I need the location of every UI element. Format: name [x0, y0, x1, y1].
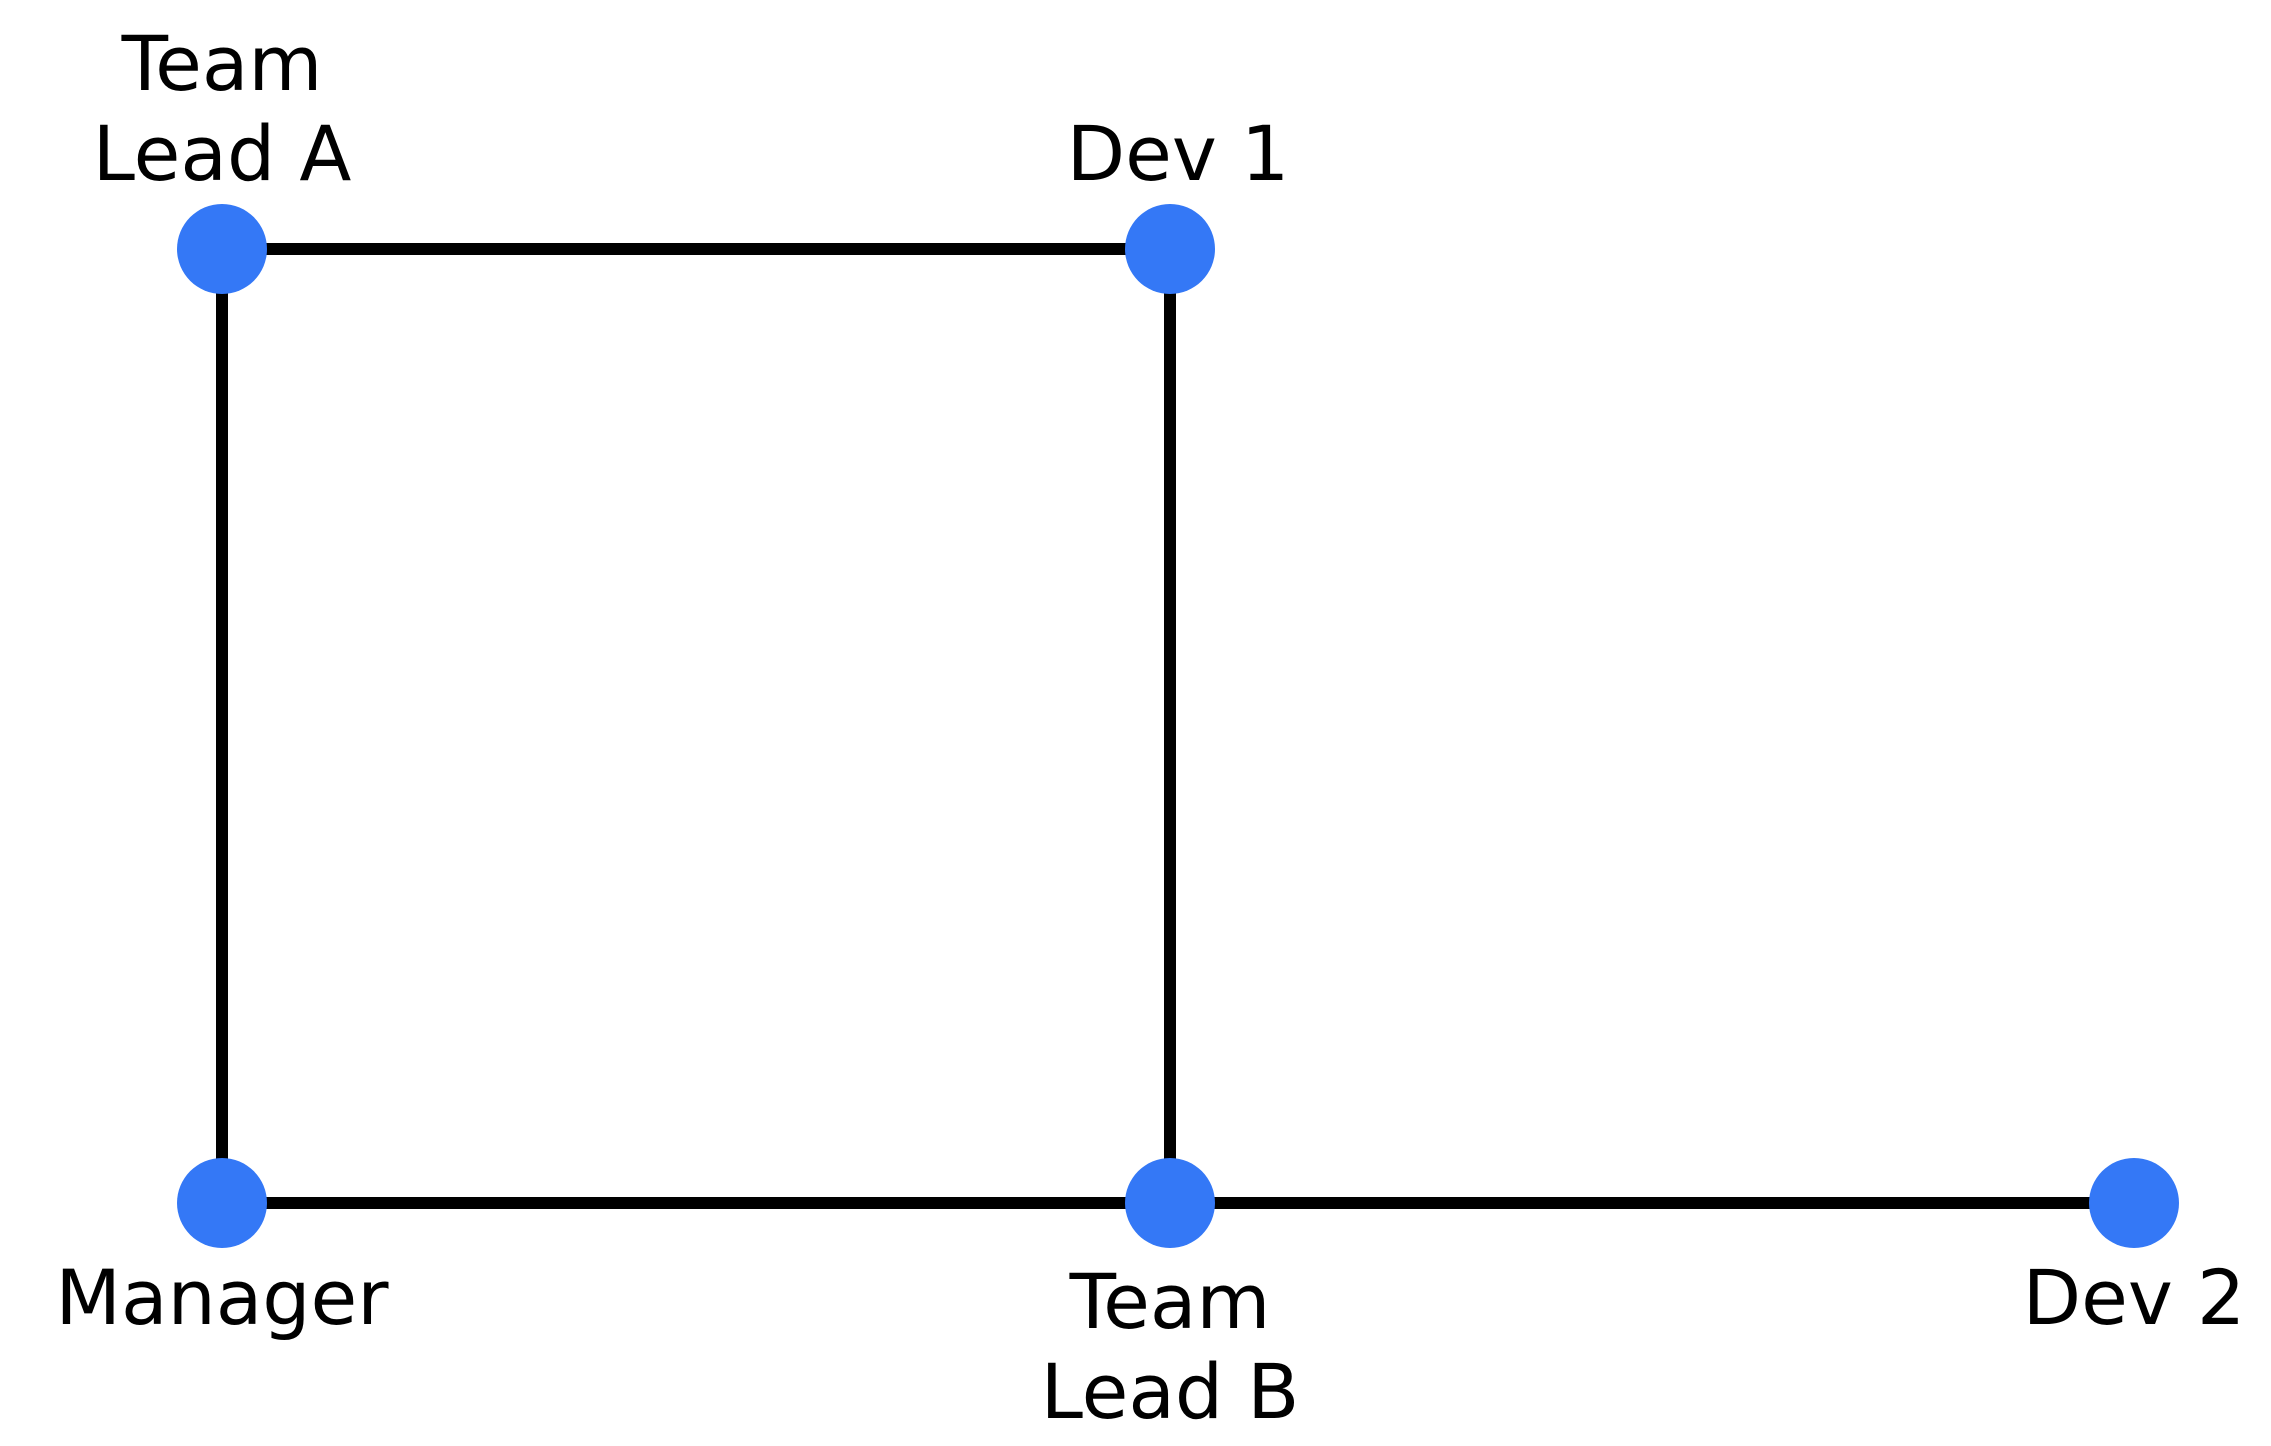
nodes-layer: [177, 204, 2179, 1248]
node-dev-2: [2089, 1158, 2179, 1248]
node-team-lead-a: [177, 204, 267, 294]
node-manager: [177, 1158, 267, 1248]
label-dev-1-line-1: Dev 1: [1067, 109, 1290, 198]
label-team-lead-b-line-1: Team: [1069, 1257, 1271, 1346]
label-team-lead-a-line-2: Lead A: [93, 109, 352, 198]
label-team-lead-b-line-2: Lead B: [1041, 1347, 1300, 1436]
label-team-lead-a-line-1: Team: [121, 19, 323, 108]
node-dev-1: [1125, 204, 1215, 294]
node-team-lead-b: [1125, 1158, 1215, 1248]
label-manager-line-1: Manager: [55, 1253, 389, 1342]
label-dev-2-line-1: Dev 2: [2023, 1253, 2246, 1342]
edges-layer: [216, 243, 2134, 1209]
